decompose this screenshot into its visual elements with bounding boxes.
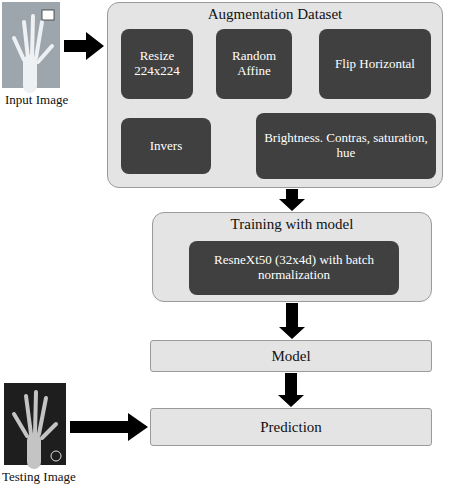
- block-arrow: [279, 189, 305, 211]
- process-box: Brightness. Contras, saturation, hue: [256, 113, 436, 179]
- augmentation-panel: Augmentation DatasetResize 224x224 Random…: [107, 2, 443, 188]
- box-text: Prediction: [260, 419, 322, 436]
- box-text: Random Affine: [224, 49, 284, 79]
- process-box: Resize 224x224: [121, 29, 193, 99]
- prediction-bar: Prediction: [150, 408, 432, 446]
- process-box: Flip Horizontal: [319, 29, 431, 99]
- box-text: Model: [271, 348, 310, 365]
- box-text: ResneXt50 (32x4d) with batch normalizati…: [197, 253, 391, 283]
- panel-heading: Augmentation Dataset: [108, 3, 442, 23]
- process-box: Invers: [121, 118, 211, 174]
- panel-heading: Training with model: [153, 213, 431, 233]
- input-arrow: [64, 32, 104, 60]
- image-caption: Input Image: [5, 92, 68, 108]
- testing-xray: [4, 383, 66, 465]
- box-text: Resize 224x224: [129, 49, 185, 79]
- testing-arrow: [70, 413, 148, 441]
- block-arrow: [278, 373, 304, 407]
- box-text: Flip Horizontal: [335, 57, 415, 72]
- model-bar: Model: [150, 340, 432, 372]
- block-arrow: [279, 303, 305, 339]
- input-xray: [2, 2, 60, 88]
- process-box: Random Affine: [216, 29, 292, 99]
- box-text: Brightness. Contras, saturation, hue: [264, 131, 428, 161]
- box-text: Invers: [150, 139, 183, 154]
- model-box: ResneXt50 (32x4d) with batch normalizati…: [189, 241, 399, 295]
- training-panel: Training with modelResneXt50 (32x4d) wit…: [152, 212, 432, 302]
- image-caption: Testing Image: [2, 469, 76, 485]
